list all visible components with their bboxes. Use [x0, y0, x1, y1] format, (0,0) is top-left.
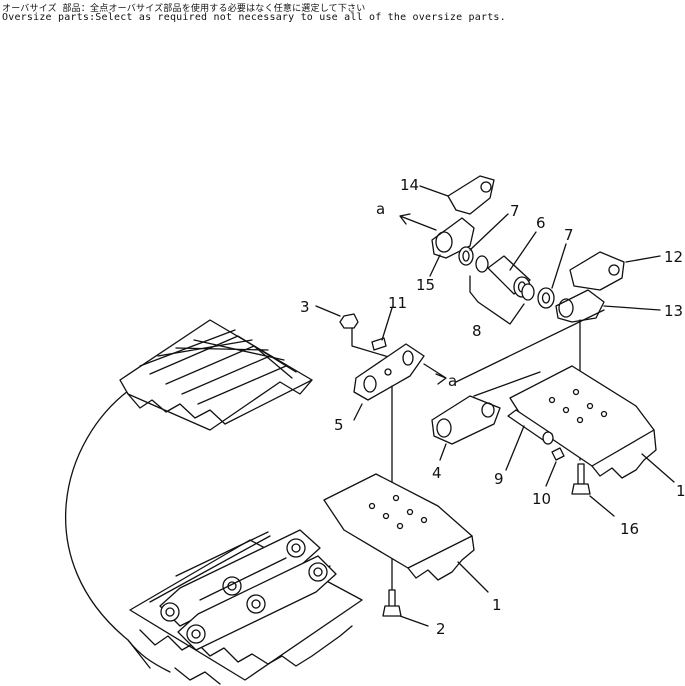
callout-7-left: 7 [510, 202, 520, 220]
part-7-seal-ring-right [521, 243, 567, 309]
callout-1-right: 1 [676, 482, 685, 500]
part-6-bushing [487, 231, 537, 298]
direction-arrow-a-top [399, 213, 437, 231]
callout-8: 8 [472, 322, 482, 340]
callout-3: 3 [300, 298, 310, 316]
part-2-shoe-bolt [382, 589, 429, 627]
callout-a-bottom: a [448, 372, 457, 390]
callout-2: 2 [436, 620, 446, 638]
part-9-pin [505, 409, 554, 471]
callout-6: 6 [536, 214, 546, 232]
part-14-link-guard [419, 175, 495, 215]
callout-15: 15 [416, 276, 435, 294]
callout-9: 9 [494, 470, 504, 488]
oversize-note-english: Oversize parts:Select as required not ne… [2, 12, 506, 23]
callout-a-top: a [376, 200, 385, 218]
part-3-nut [315, 305, 393, 359]
part-10-stopper [545, 447, 565, 487]
oversize-note-japanese: オーバサイズ 部品：全点オーバサイズ部品を使用する必要はなく任意に選定して下さい [2, 4, 366, 14]
part-5-master-link [353, 343, 447, 421]
callout-5: 5 [334, 416, 344, 434]
part-4-link [431, 371, 541, 461]
part-12-link-guard [569, 251, 661, 291]
part-8-bracket-line [469, 275, 525, 325]
callout-7-right: 7 [564, 226, 574, 244]
callout-14: 14 [400, 176, 419, 194]
part-11-bolt [371, 307, 393, 351]
callout-11: 11 [388, 294, 407, 312]
leader-line-a-bottom [455, 309, 605, 383]
callout-10: 10 [532, 490, 551, 508]
callout-1-center: 1 [492, 596, 502, 614]
part-16-shoe-bolt [571, 463, 615, 517]
callout-4: 4 [432, 464, 442, 482]
callout-12: 12 [664, 248, 683, 266]
part-13-link-half [555, 289, 661, 323]
callout-13: 13 [664, 302, 683, 320]
part-1-track-shoe-right [509, 365, 675, 483]
part-7-seal-ring-left [458, 213, 509, 266]
callout-16: 16 [620, 520, 639, 538]
part-1-track-shoe-center [323, 473, 489, 593]
part-8-spacer-ring [475, 255, 489, 273]
track-assembly-drawing [65, 319, 363, 685]
